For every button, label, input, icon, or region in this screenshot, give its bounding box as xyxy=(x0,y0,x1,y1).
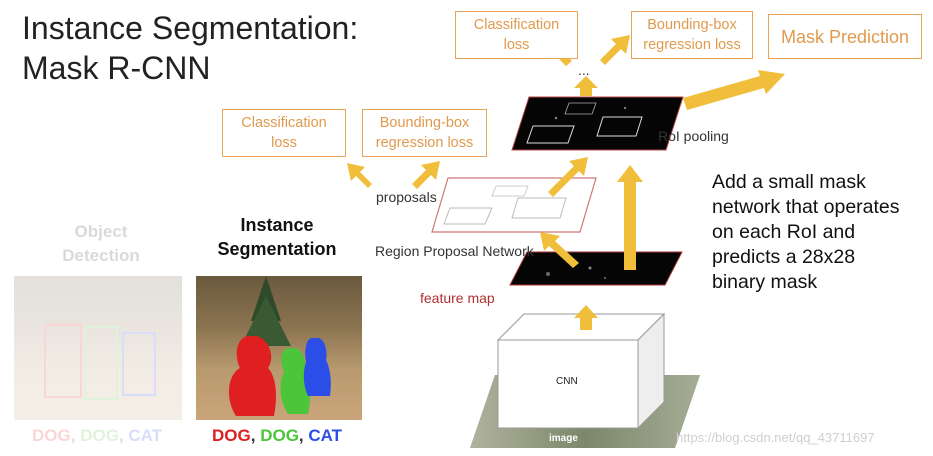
slide-title-line1: Instance Segmentation: xyxy=(22,10,359,46)
od-caption-cat: CAT xyxy=(128,426,163,445)
instance-segmentation-photo xyxy=(196,276,362,420)
roi-pooling-plane xyxy=(511,96,684,151)
od-box-dog2 xyxy=(84,326,118,400)
is-caption-sep2: , xyxy=(298,426,309,445)
od-caption-sep1: , xyxy=(70,426,81,445)
od-caption-sep2: , xyxy=(118,426,129,445)
bbox-mid-line2: regression loss xyxy=(375,135,474,151)
christmas-tree-lower xyxy=(241,296,291,346)
arrow-to-bbox-top xyxy=(600,35,630,65)
arrow-to-bbox-mid xyxy=(412,161,440,189)
classification-loss-mid-box: Classification loss xyxy=(222,109,346,157)
slide-title: Instance Segmentation: Mask R-CNN xyxy=(22,8,358,88)
roi-pooling-label: RoI pooling xyxy=(658,128,729,144)
rpn-label: Region Proposal Network xyxy=(375,243,534,259)
mask-dog1 xyxy=(228,336,276,416)
od-heading-line2: Detection xyxy=(62,246,140,265)
ellipsis-label: ... xyxy=(578,62,590,78)
mask-cat xyxy=(303,338,331,396)
desc-line1: Add a small mask xyxy=(712,171,866,193)
proposals-label: proposals xyxy=(376,189,437,205)
cnn-block xyxy=(496,312,666,430)
is-heading-line1: Instance xyxy=(240,215,314,235)
arrow-cnn-to-feature xyxy=(574,305,598,330)
instance-segmentation-caption: DOG, DOG, CAT xyxy=(212,426,342,446)
is-heading-line2: Segmentation xyxy=(217,239,337,259)
object-detection-photo xyxy=(14,276,182,420)
feature-map-label: feature map xyxy=(420,290,495,306)
mask-dog2 xyxy=(280,348,311,414)
bbox-top-line1: Bounding-box xyxy=(647,17,737,33)
mask-network-description: Add a small mask network that operates o… xyxy=(712,170,900,295)
arrow-to-mask-prediction xyxy=(683,70,785,110)
bbox-top-line2: regression loss xyxy=(643,37,741,53)
od-box-dog1 xyxy=(44,324,82,398)
od-box-cat xyxy=(122,332,156,396)
od-heading-line1: Object xyxy=(74,222,128,241)
bbox-regression-mid-box: Bounding-box regression loss xyxy=(362,109,487,157)
classification-loss-top-box: Classification loss xyxy=(455,11,578,59)
cls-mid-line2: loss xyxy=(271,135,297,151)
slide-title-line2: Mask R-CNN xyxy=(22,50,211,86)
cls-top-line1: Classification xyxy=(473,17,560,33)
flow-arrows xyxy=(347,35,785,330)
od-caption-dog1: DOG xyxy=(32,426,71,445)
watermark: https://blog.csdn.net/qq_43711697 xyxy=(676,430,875,445)
mask-prediction-label: Mask Prediction xyxy=(780,26,910,47)
feature-map-plane xyxy=(509,251,683,286)
arrow-proposals-to-roi xyxy=(548,157,588,197)
cls-top-line2: loss xyxy=(503,37,530,53)
is-caption-sep1: , xyxy=(250,426,261,445)
arrow-roi-up xyxy=(574,76,598,96)
instance-segmentation-heading: Instance Segmentation xyxy=(202,213,352,261)
desc-line3: on each RoI and xyxy=(712,221,856,243)
cnn-label: CNN xyxy=(556,376,578,387)
desc-line4: predicts a 28x28 xyxy=(712,246,856,268)
desc-line5: binary mask xyxy=(712,271,818,293)
segmentation-masks xyxy=(228,276,331,416)
desc-line2: network that operates xyxy=(712,196,900,218)
cls-mid-line1: Classification xyxy=(241,115,327,131)
is-caption-cat: CAT xyxy=(308,426,343,445)
object-detection-caption: DOG, DOG, CAT xyxy=(32,426,162,446)
arrow-to-cls-mid xyxy=(347,163,372,188)
is-caption-dog2: DOG xyxy=(260,426,299,445)
arrow-feature-to-proposals xyxy=(540,232,579,268)
mask-prediction-box: Mask Prediction xyxy=(768,14,922,59)
proposals-plane xyxy=(431,177,597,233)
bbox-regression-top-box: Bounding-box regression loss xyxy=(631,11,753,59)
object-detection-heading: Object Detection xyxy=(46,220,156,268)
is-caption-dog1: DOG xyxy=(212,426,251,445)
bbox-mid-line1: Bounding-box xyxy=(379,115,470,131)
image-label: image xyxy=(549,433,578,444)
arrow-feature-to-roi xyxy=(617,165,643,270)
od-caption-dog2: DOG xyxy=(80,426,119,445)
